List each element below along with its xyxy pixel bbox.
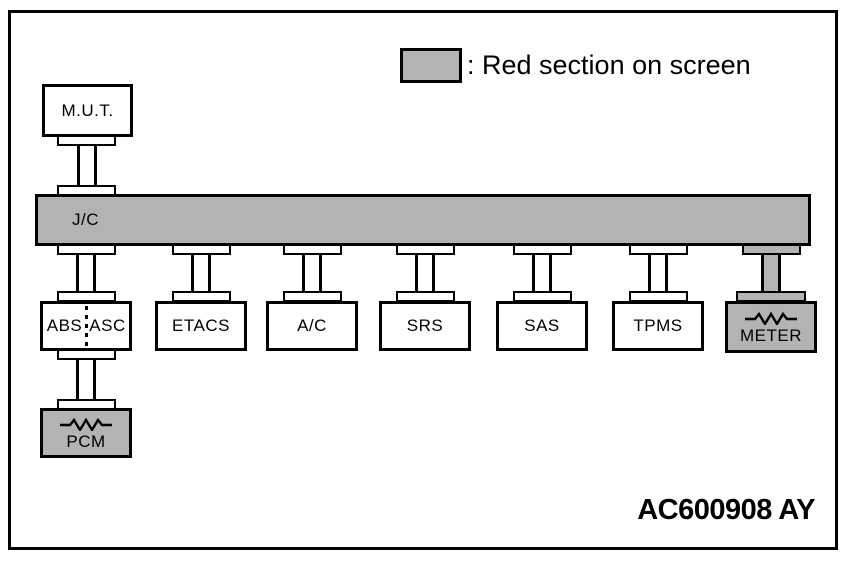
node-pcm: PCM — [40, 408, 132, 458]
node-tpms: TPMS — [612, 301, 704, 351]
node-tpms-label: TPMS — [633, 316, 683, 335]
figure-code: AC600908 AY — [637, 494, 815, 526]
connector-pillar — [302, 252, 322, 296]
node-srs-label: SRS — [406, 316, 444, 335]
node-abs-label: ABS — [46, 316, 83, 335]
node-pcm-label: PCM — [66, 431, 106, 451]
connector-pillar — [77, 144, 97, 188]
connector-pillar — [191, 252, 211, 296]
node-etacs: ETACS — [155, 301, 247, 351]
connector-pillar — [76, 358, 96, 402]
node-sas-label: SAS — [524, 316, 560, 335]
node-meter-label: METER — [740, 325, 802, 345]
node-etacs-label: ETACS — [172, 316, 230, 335]
node-ac: A/C — [266, 301, 358, 351]
terminating-resistor-icon — [60, 417, 112, 431]
connector-pillar — [648, 252, 668, 296]
terminating-resistor-icon — [745, 311, 797, 325]
node-srs: SRS — [379, 301, 471, 351]
node-ac-label: A/C — [297, 316, 327, 335]
connector-pillar — [532, 252, 552, 296]
node-sas: SAS — [496, 301, 588, 351]
legend-label: : Red section on screen — [467, 50, 751, 80]
junction-connector-label: J/C — [72, 210, 99, 229]
connector-pillar — [415, 252, 435, 296]
node-mut: M.U.T. — [42, 84, 133, 137]
junction-connector-bar: J/C — [35, 194, 811, 246]
node-mut-label: M.U.T. — [61, 100, 114, 120]
connector-pillar-highlighted — [761, 252, 781, 296]
legend-swatch — [400, 48, 462, 83]
dashed-divider — [84, 306, 88, 346]
node-meter: METER — [725, 301, 817, 353]
connector-pillar — [76, 252, 96, 296]
node-abs-asc: ABS ASC — [40, 301, 132, 351]
node-asc-label: ASC — [89, 316, 126, 335]
